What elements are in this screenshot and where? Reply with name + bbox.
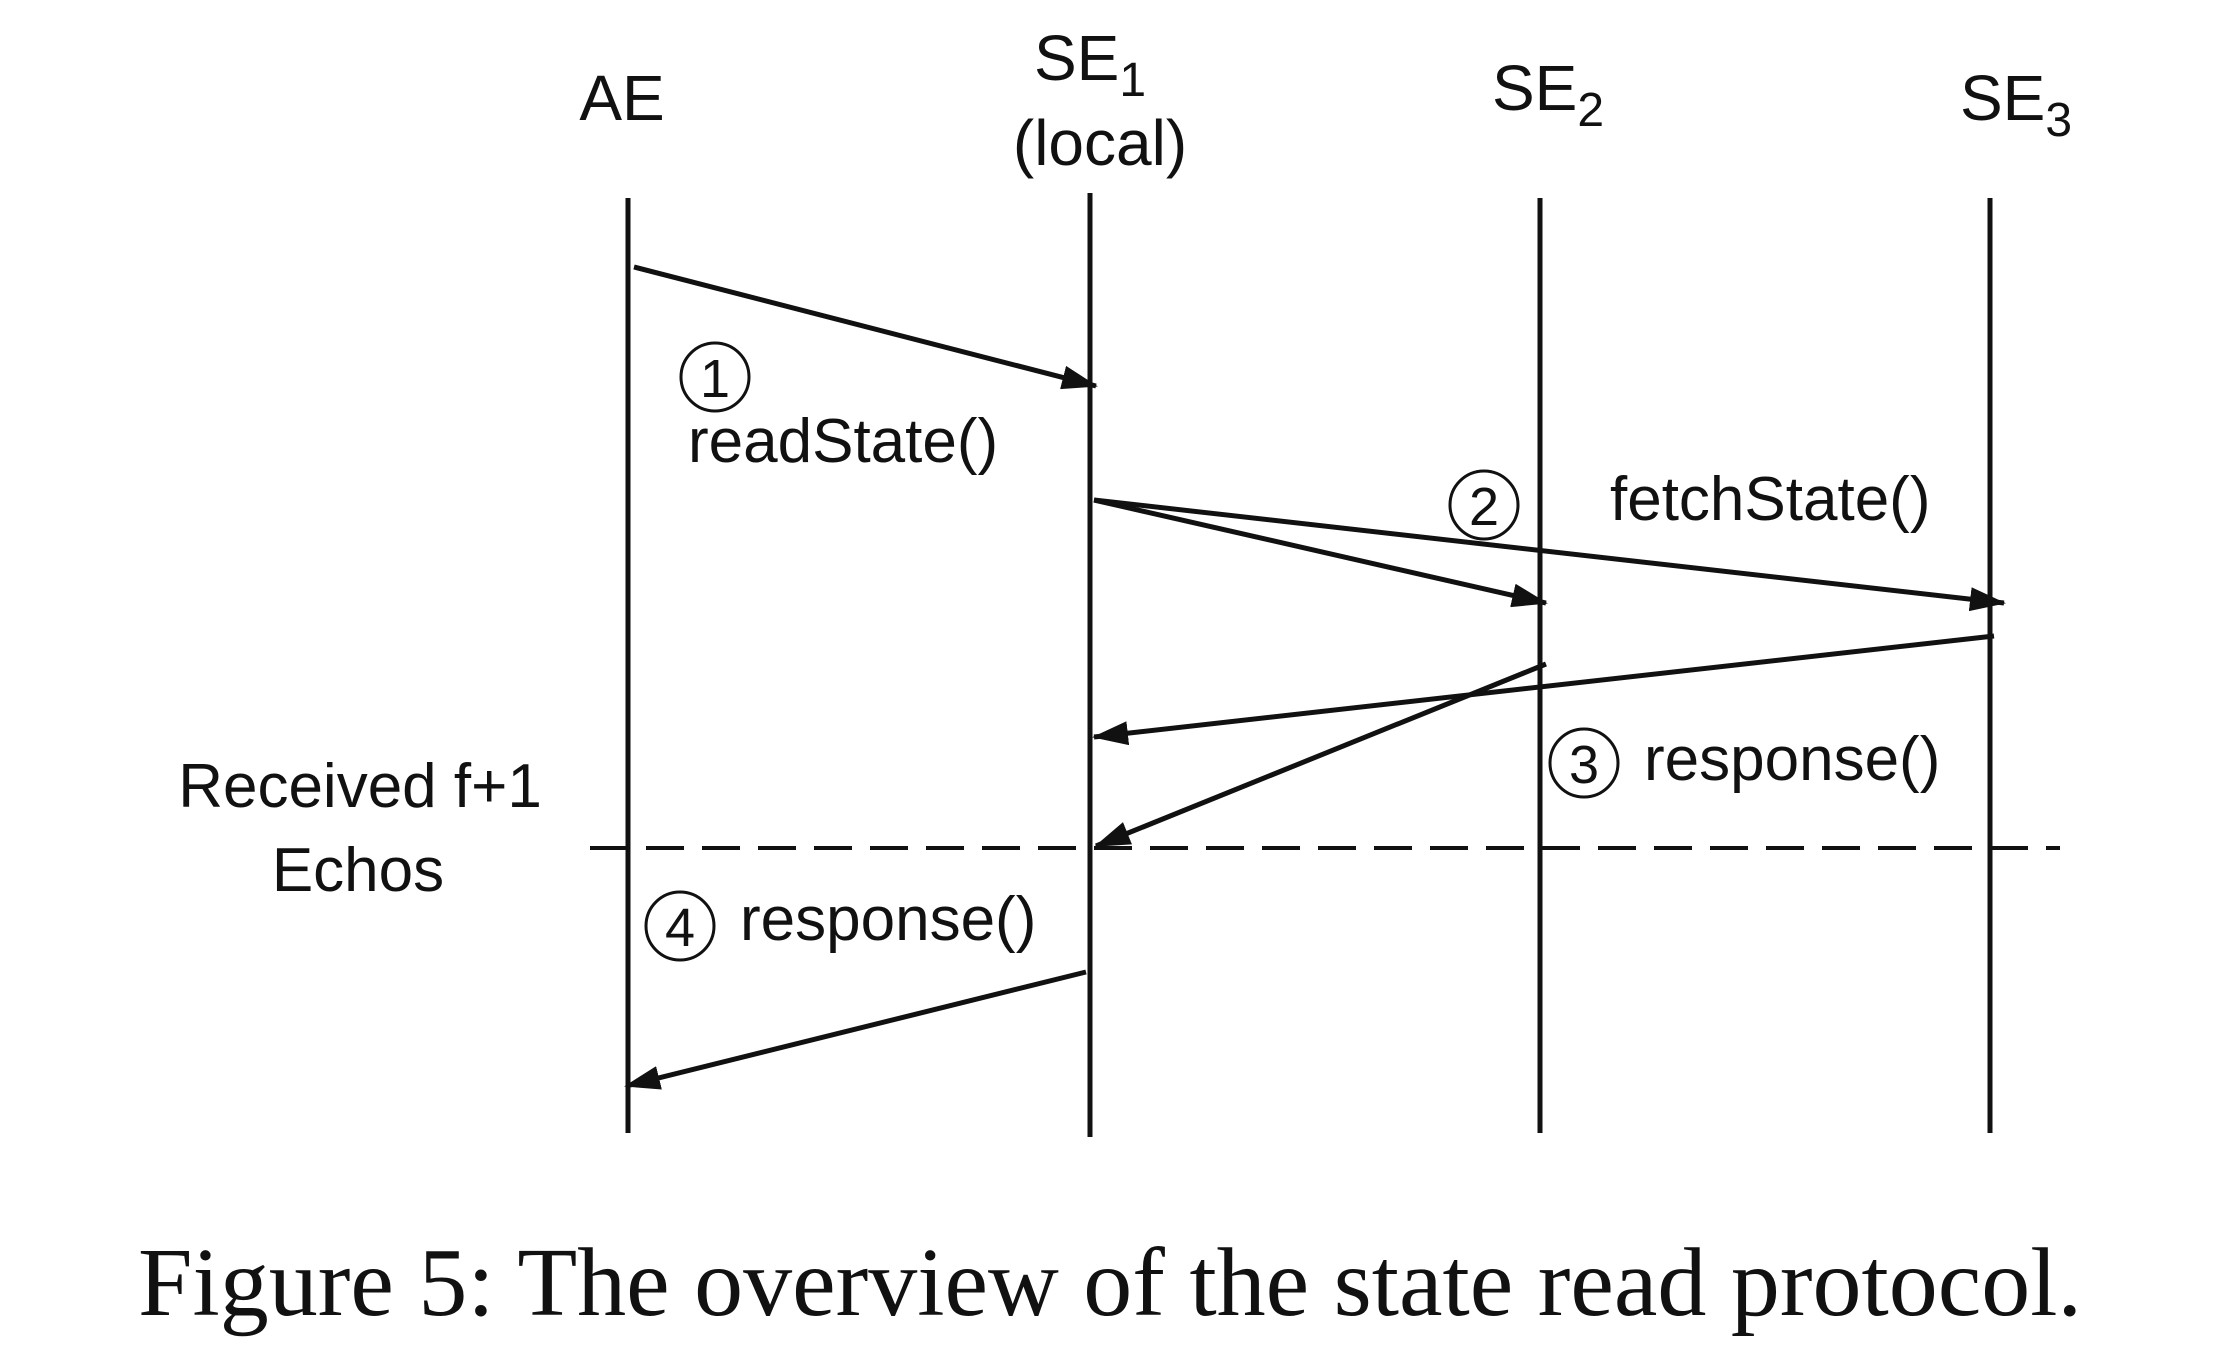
arrow-fetchstate-se2 xyxy=(1093,497,1548,608)
step-4-label: response() xyxy=(740,885,1036,954)
arrow-fetchstate-se3 xyxy=(1093,497,2006,612)
participant-se3-label: SE3 xyxy=(1960,62,2072,147)
step-1-label: readState() xyxy=(688,407,998,476)
step-1-marker: 1 xyxy=(679,341,751,413)
step-3-label: response() xyxy=(1644,725,1940,794)
arrow-response-ae xyxy=(624,969,1087,1090)
participant-se1-note: (local) xyxy=(1013,107,1187,179)
arrow-response-se2 xyxy=(1094,661,1547,849)
svg-text:4: 4 xyxy=(665,898,695,958)
svg-text:1: 1 xyxy=(700,349,730,409)
arrow-response-se3 xyxy=(1092,633,1995,746)
step-2-label: fetchState() xyxy=(1610,465,1930,534)
svg-text:3: 3 xyxy=(1569,735,1599,795)
threshold-label-line2: Echos xyxy=(272,836,444,905)
svg-text:2: 2 xyxy=(1469,477,1499,537)
step-2-marker: 2 xyxy=(1448,469,1520,541)
step-3-marker: 3 xyxy=(1548,727,1620,799)
participant-se2-label: SE2 xyxy=(1492,52,1604,137)
arrow-readstate xyxy=(633,264,1098,390)
participant-se1-label: SE1 xyxy=(1034,22,1146,107)
step-4-marker: 4 xyxy=(644,890,716,962)
figure-caption: Figure 5: The overview of the state read… xyxy=(138,1229,2082,1337)
participant-ae-label: AE xyxy=(579,62,664,134)
threshold-label-line1: Received f+1 xyxy=(178,752,542,821)
